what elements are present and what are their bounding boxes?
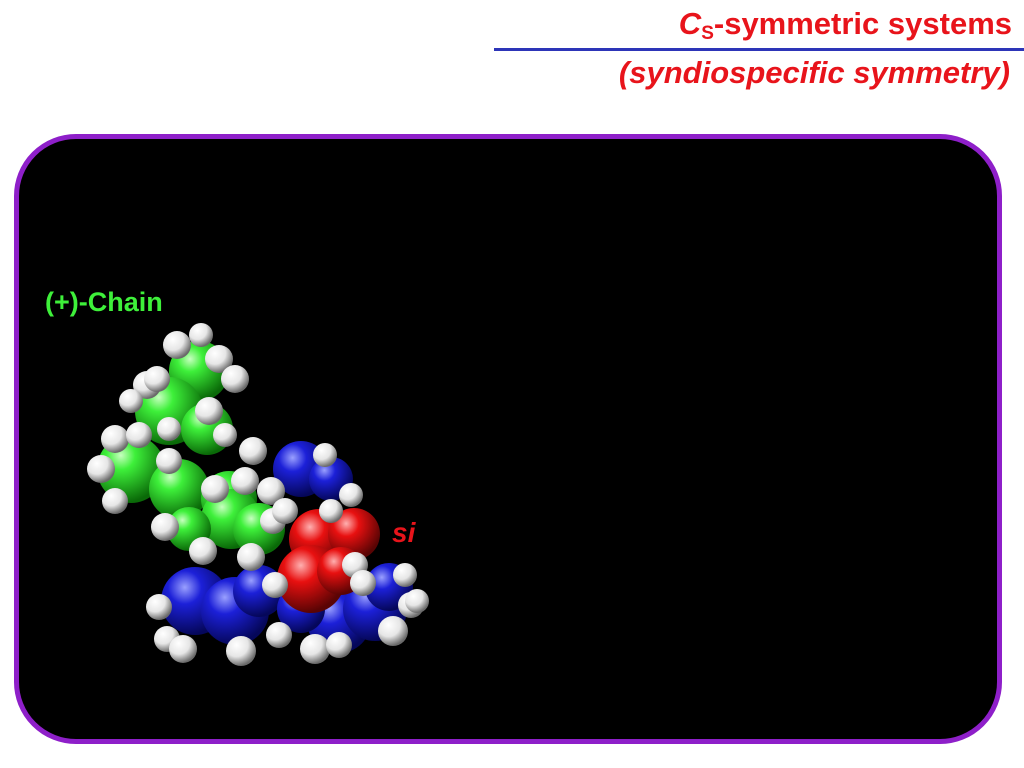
- title-subscript: S: [701, 23, 714, 44]
- title-underline-rule: [494, 48, 1024, 51]
- chain-atoms: [97, 341, 285, 555]
- hydrogen-atoms: [87, 323, 429, 666]
- title-line1-rest: -symmetric systems: [713, 6, 1012, 41]
- chain-label: (+)-Chain: [45, 287, 163, 317]
- slide-title-line1: CS-symmetric systems: [679, 4, 1012, 44]
- site-label-si: si: [392, 517, 416, 548]
- slide-title-line2: (syndiospecific symmetry): [618, 55, 1010, 90]
- molecule-panel: (+)-Chain si: [14, 134, 1002, 744]
- title-symbol: C: [678, 6, 702, 41]
- molecule-model: [87, 323, 429, 666]
